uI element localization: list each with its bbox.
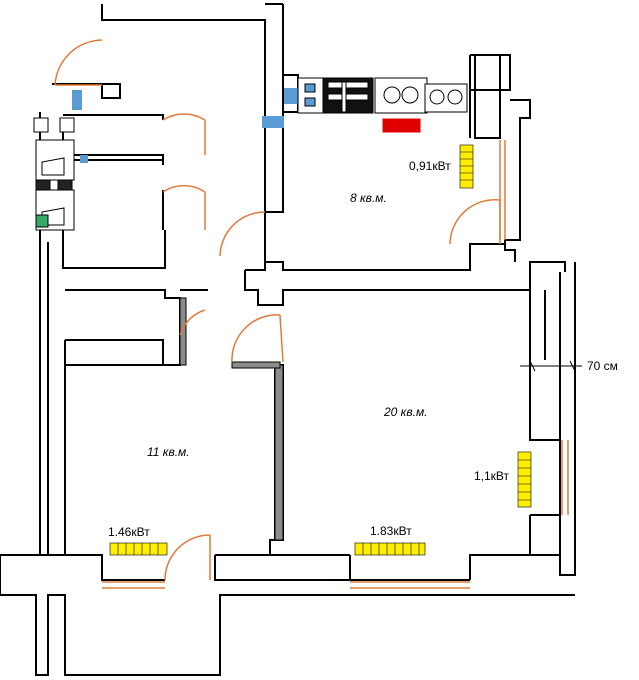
bedroom-heater-mark <box>109 542 168 556</box>
partition-walls <box>179 297 284 541</box>
living-side-heater-mark <box>517 451 532 508</box>
pipe-icon <box>80 155 88 163</box>
doors <box>54 39 569 589</box>
living-bottom-heater-label: 1.83кВт <box>370 524 412 538</box>
living-bottom-heater-mark <box>354 542 426 556</box>
walls <box>0 3 576 676</box>
bedroom-area-label: 11 кв.м. <box>147 445 190 459</box>
plumbing-left <box>33 88 298 231</box>
living-area-label: 20 кв.м. <box>384 405 428 419</box>
radiator-icon <box>382 118 421 133</box>
sink-icon <box>297 77 324 114</box>
bedroom-heater-label: 1.46кВт <box>108 525 150 539</box>
pipe-icon <box>284 88 298 104</box>
pipe-icon <box>72 90 82 110</box>
kitchen-area-label: 8 кв.м. <box>350 191 387 205</box>
kitchen-heater-mark <box>459 144 474 189</box>
kitchen-fixtures <box>297 77 468 133</box>
heater-rib-lines <box>117 151 531 555</box>
dimension-line <box>520 360 582 372</box>
kitchen-heater-label: 0,91кВт <box>409 159 451 173</box>
cabinet-icon <box>322 77 374 114</box>
toilet-icon <box>33 117 75 231</box>
pipe-icon <box>262 116 284 128</box>
dimension-label: 70 см <box>587 359 618 373</box>
stove-icon <box>374 77 468 114</box>
living-side-heater-label: 1,1кВт <box>474 469 510 483</box>
heater-marks <box>109 144 532 556</box>
